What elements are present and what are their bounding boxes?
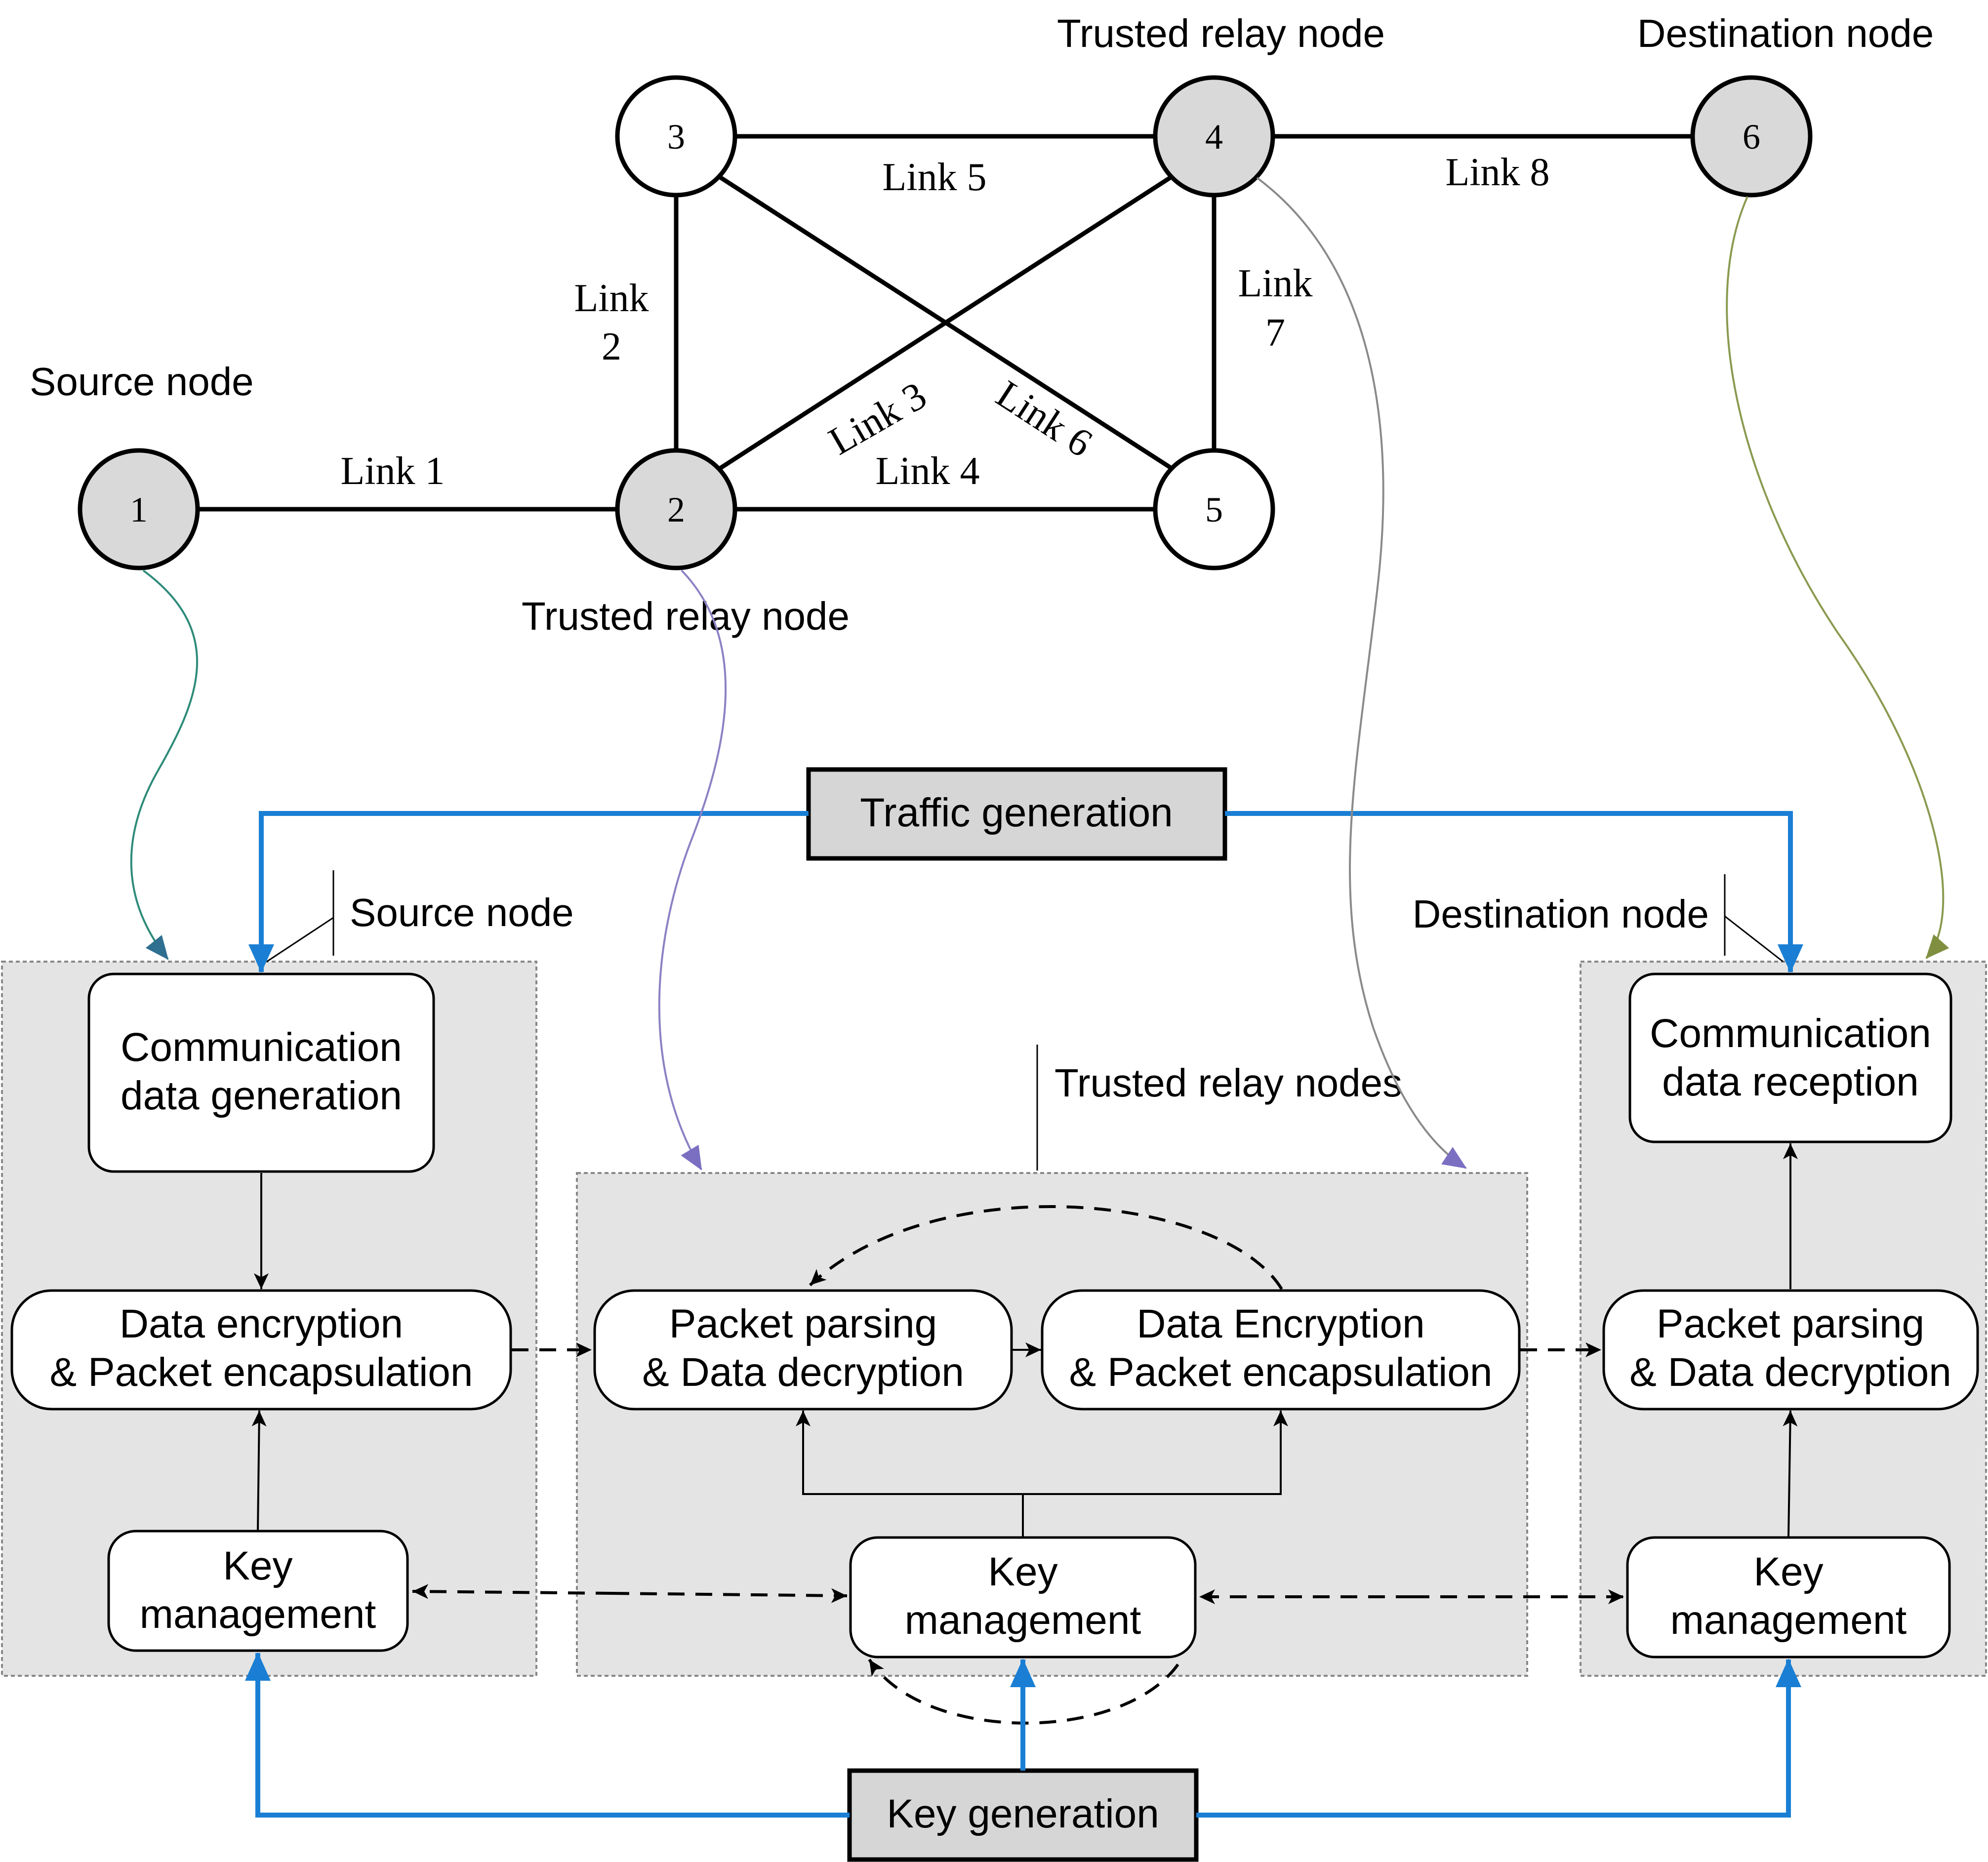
arrow-destkey-to-parse	[1783, 1410, 1798, 1538]
key-generation-box: Key generation	[847, 1768, 1199, 1862]
box-label-line2: data generation	[121, 1073, 402, 1118]
box-label-line2: & Data decryption	[1629, 1350, 1951, 1395]
link-6	[717, 174, 1175, 471]
box-label-line1: Communication	[121, 1025, 402, 1070]
network-node-4: 4	[1153, 75, 1275, 198]
box-label-line1: Key	[988, 1549, 1057, 1594]
node-label: 5	[1205, 490, 1223, 529]
source-key-management-box: Key management	[107, 1530, 409, 1652]
destination-reception-box: Communication data reception	[1628, 972, 1952, 1143]
node-label: 2	[667, 490, 685, 529]
destination-key-management-box: Key management	[1626, 1536, 1951, 1659]
link-4-label: Link 4	[875, 449, 979, 493]
relay-key-management-box: Key management	[849, 1536, 1197, 1659]
mapping-node1-to-source-panel	[130, 569, 199, 960]
panel-titles: Source node Trusted relay nodes Destinat…	[266, 870, 1784, 1171]
box-label: Key generation	[887, 1791, 1159, 1836]
link-7-label-line1: Link	[1238, 262, 1312, 305]
box-label-line1: Packet parsing	[669, 1301, 937, 1346]
box-label-line1: Data encryption	[120, 1301, 403, 1346]
relay-parsing-box: Packet parsing & Data decryption	[593, 1289, 1013, 1411]
keygen-to-source-arrow	[245, 1652, 850, 1818]
node-label: 4	[1205, 117, 1223, 157]
box-label-line2: management	[1670, 1598, 1907, 1643]
box-label-line1: Data Encryption	[1136, 1301, 1424, 1346]
arrow-relaykey-to-parse-and-encrypt	[802, 1411, 1024, 1538]
arrow-sourcekey-to-encrypt	[251, 1410, 267, 1532]
box-label-line1: Packet parsing	[1657, 1301, 1924, 1346]
relay-encryption-box: Data Encryption & Packet encapsulation	[1041, 1289, 1521, 1411]
box-label-line1: Key	[1753, 1549, 1823, 1594]
destination-node-role-label: Destination node	[1637, 11, 1934, 55]
box-label-line1: Key	[223, 1543, 292, 1588]
node-label: 1	[130, 490, 148, 529]
keygen-to-destination-arrow	[1196, 1659, 1801, 1818]
box-label-line1: Communication	[1650, 1011, 1931, 1056]
box-label: Traffic generation	[860, 790, 1173, 835]
blue-distribution-arrows	[245, 811, 1803, 1818]
mapping-node6-to-destination-panel	[1726, 196, 1949, 959]
network-node-1: 1	[78, 448, 200, 570]
box-label-line2: management	[905, 1598, 1141, 1643]
destination-parsing-box: Packet parsing & Data decryption	[1602, 1289, 1979, 1411]
dashed-key-source-relay-b	[612, 1588, 848, 1603]
network-topology: 1 2 3 4 5 6 Link 1 Link 2 Link 3 Link 4	[30, 11, 1934, 638]
destination-panel-title: Destination node	[1413, 892, 1709, 936]
relay-node-top-role-label: Trusted relay node	[1057, 11, 1385, 55]
relay-node-bottom-role-label: Trusted relay node	[522, 594, 850, 638]
link-2-label-line2: 2	[602, 325, 621, 368]
network-links	[198, 134, 1693, 512]
network-node-5: 5	[1153, 448, 1275, 570]
architecture-boxes: Communication data generation Data encry…	[10, 767, 1979, 1862]
link-1-label: Link 1	[340, 449, 445, 493]
link-2-label-line1: Link	[574, 277, 649, 320]
source-encryption-box: Data encryption & Packet encapsulation	[10, 1289, 512, 1411]
mapping-node4-to-relay-panel	[1256, 177, 1467, 1169]
network-node-6: 6	[1690, 75, 1813, 198]
source-panel-title: Source node	[350, 891, 574, 934]
box-label-line2: & Packet encapsulation	[1069, 1350, 1493, 1395]
traffic-to-source-arrow	[248, 811, 809, 973]
node-label: 3	[667, 117, 685, 157]
link-5-label: Link 5	[882, 156, 986, 199]
relay-panel-title: Trusted relay nodes	[1055, 1061, 1402, 1105]
mapping-curves	[130, 177, 1949, 1171]
node-label: 6	[1743, 117, 1760, 157]
source-data-generation-box: Communication data generation	[87, 972, 435, 1173]
network-node-2: 2	[615, 448, 737, 570]
box-label-line2: data reception	[1662, 1059, 1919, 1104]
traffic-to-destination-arrow	[1225, 811, 1803, 973]
network-node-3: 3	[615, 75, 737, 198]
box-label-line2: & Packet encapsulation	[50, 1350, 473, 1395]
internal-flow-arrows	[251, 1143, 1798, 1538]
link-7-label-line2: 7	[1265, 311, 1285, 355]
mapping-node2-to-relay-panel	[658, 569, 727, 1171]
source-node-role-label: Source node	[30, 360, 254, 404]
box-label-line2: & Data decryption	[642, 1350, 964, 1395]
traffic-generation-box: Traffic generation	[806, 767, 1227, 861]
dashed-relay-loop-top	[809, 1205, 1283, 1290]
box-label-line2: management	[140, 1592, 376, 1637]
link-8-label: Link 8	[1445, 151, 1549, 194]
dashed-key-source-relay-a	[412, 1584, 613, 1599]
